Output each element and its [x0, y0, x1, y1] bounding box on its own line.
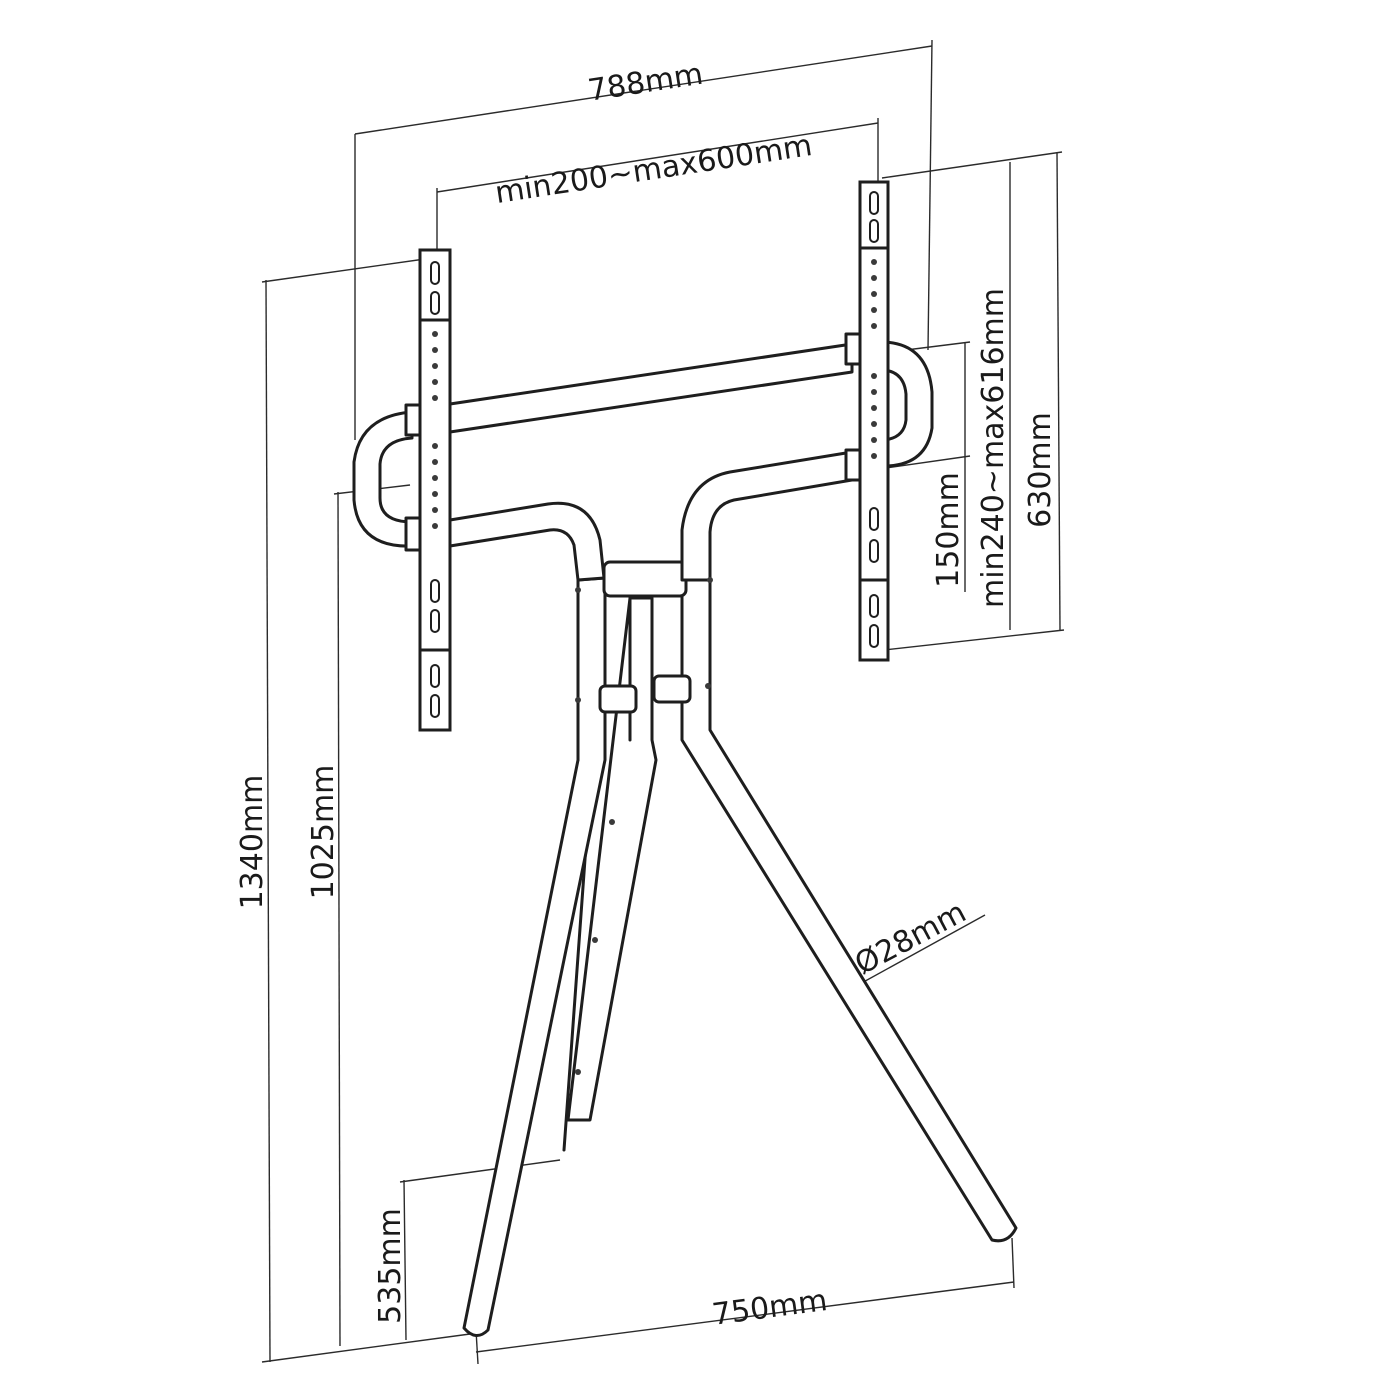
right-vesa-plate: [858, 180, 890, 662]
left-plate-holes: [432, 331, 438, 529]
base-width-label: 750mm: [710, 1283, 829, 1333]
left-handle-loop: [352, 410, 414, 548]
mount-height-label: 1025mm: [306, 765, 341, 900]
vesa-horizontal-dimension: min200~max600mm: [436, 118, 879, 250]
rear-leg-height-line: [403, 1179, 407, 1341]
bracket-height-label: 630mm: [1023, 412, 1058, 528]
total-height-dimension: 1340mm: [235, 257, 471, 1363]
right-plate-slot: [869, 594, 879, 618]
mount-height-dimension: 1025mm: [306, 484, 411, 1347]
right-handle-upper-clamp: [844, 332, 862, 366]
right-plate-slot: [869, 191, 879, 215]
total-height-label: 1340mm: [235, 775, 270, 910]
height-step-label: 150mm: [931, 472, 966, 588]
stand-structure: [352, 180, 1018, 1337]
rear-leg-height-label: 535mm: [373, 1208, 408, 1324]
left-vesa-plate: [418, 248, 452, 732]
left-plate-slot: [430, 261, 440, 285]
left-plate-slot: [430, 291, 440, 315]
front-left-leg: [462, 576, 607, 1337]
right-handle-loop: [882, 340, 934, 468]
left-plate-slot: [430, 609, 440, 633]
bracket-height-dimension: 630mm: [881, 151, 1065, 651]
right-plate-slot: [869, 507, 879, 531]
base-width-line: [475, 1281, 1015, 1353]
overall-width-label: 788mm: [586, 57, 706, 109]
upper-cross-bracket: [602, 560, 688, 598]
total-height-top-extension: [261, 257, 433, 283]
total-height-line: [265, 279, 271, 1363]
left-plate-body: [418, 248, 452, 732]
leg-fasteners: [575, 577, 713, 1075]
vesa-vertical-dimension: min240~max616mm: [976, 162, 1011, 630]
bracket-height-bottom-extension: [883, 629, 1065, 651]
bracket-height-top-extension: [881, 151, 1063, 179]
right-plate-slot: [869, 219, 879, 243]
lower-right-clamp: [652, 674, 692, 704]
tube-diameter-leader: [857, 914, 986, 986]
mount-height-line: [337, 491, 341, 1347]
right-upper-arm: [680, 450, 854, 582]
front-right-leg: [680, 578, 1018, 1243]
left-plate-slot: [430, 664, 440, 688]
tube-diameter-label: Ø28mm: [849, 895, 972, 982]
base-width-dimension: 750mm: [475, 1237, 1015, 1365]
rear-leg-height-dimension: 535mm: [373, 1159, 561, 1341]
tube-diameter-callout: Ø28mm: [849, 895, 986, 986]
left-plate-slot: [430, 694, 440, 718]
left-handle-lower-clamp: [404, 516, 422, 552]
left-handle-upper-clamp: [404, 403, 422, 437]
rear-leg-height-top-extension: [399, 1159, 561, 1183]
rear-support-leg: [566, 596, 658, 1122]
bracket-height-line: [1056, 151, 1061, 631]
right-plate-holes: [871, 259, 877, 459]
overall-width-line: [354, 45, 933, 135]
overall-width-right-extension: [927, 39, 933, 351]
right-plate-slot: [869, 624, 879, 648]
right-plate-slot: [869, 539, 879, 563]
vesa-horizontal-label: min200~max600mm: [493, 128, 815, 211]
top-crossbar: [448, 342, 854, 434]
left-plate-slot: [430, 579, 440, 603]
right-handle-lower-clamp: [844, 448, 862, 482]
left-upper-arm: [448, 501, 606, 582]
base-width-right-extension: [1011, 1237, 1015, 1289]
vesa-horizontal-line: [436, 122, 879, 193]
lower-left-clamp: [598, 684, 638, 714]
vesa-vertical-label: min240~max616mm: [976, 288, 1011, 608]
total-height-bottom-extension: [261, 1333, 471, 1363]
